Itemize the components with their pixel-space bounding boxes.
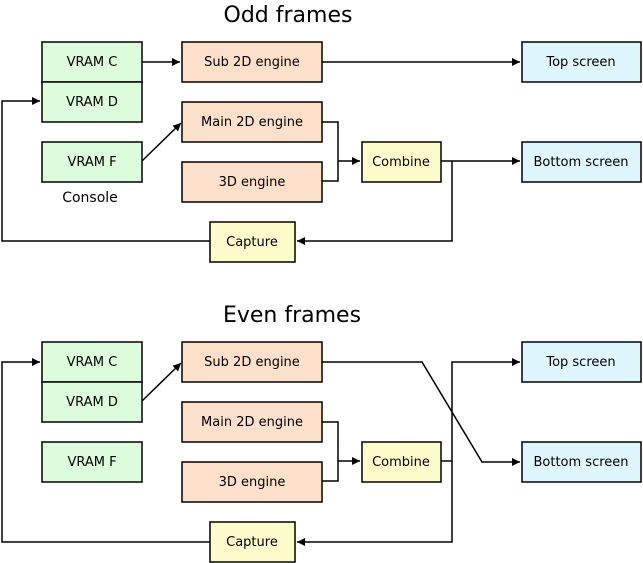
sub-2d-engine-box xyxy=(181,41,323,83)
3d-engine-label: 3D engine xyxy=(219,175,286,190)
console-label: Console xyxy=(62,190,118,206)
vram-d-block: VRAM D xyxy=(41,81,143,123)
top-screen-box-even xyxy=(521,341,642,383)
top-screen-block: Top screen xyxy=(521,41,642,83)
vram-d-block-even: VRAM D xyxy=(41,381,143,423)
main-2d-engine-box-even xyxy=(181,401,323,443)
3d-engine-block-even: 3D engine xyxy=(181,461,323,503)
sub-2d-engine-block: Sub 2D engine xyxy=(181,41,323,83)
sub-2d-engine-label-even: Sub 2D engine xyxy=(204,355,300,370)
wire-vramd-to-sub2d xyxy=(141,362,182,402)
vram-c-label-even: VRAM C xyxy=(67,355,118,370)
capture-label-even: Capture xyxy=(226,535,278,550)
capture-box xyxy=(209,221,296,263)
capture-label: Capture xyxy=(226,235,278,250)
main-2d-engine-label: Main 2D engine xyxy=(201,115,303,130)
bottom-screen-block: Bottom screen xyxy=(521,141,642,183)
odd-frames-title: Odd frames xyxy=(224,3,353,28)
combine-block-even: Combine xyxy=(361,441,442,483)
bottom-screen-label-even: Bottom screen xyxy=(533,455,628,470)
3d-engine-box-even xyxy=(181,461,323,503)
even-frames-panel: Even frames VRAM C VRAM D VRAM F Sub 2D … xyxy=(1,303,642,563)
3d-engine-block: 3D engine xyxy=(181,161,323,203)
wire-capture-to-vramd xyxy=(1,97,210,242)
vram-f-block-even: VRAM F xyxy=(41,441,143,483)
wire-combine-to-capture xyxy=(297,161,453,245)
wire-combine-to-capture-even xyxy=(297,461,453,546)
wire-combine-to-top-screen xyxy=(441,358,520,462)
vram-d-label: VRAM D xyxy=(66,95,118,110)
wire-engines-join-even xyxy=(322,421,339,482)
combine-box xyxy=(361,141,442,183)
odd-frames-panel: Odd frames VRAM C VRAM D VRAM F Console … xyxy=(1,3,642,263)
main-2d-engine-box xyxy=(181,101,323,143)
vram-f-label: VRAM F xyxy=(67,155,116,170)
vram-f-box xyxy=(41,141,143,183)
3d-engine-label-even: 3D engine xyxy=(219,475,286,490)
sub-2d-engine-box-even xyxy=(181,341,323,383)
combine-label-even: Combine xyxy=(372,455,430,470)
main-2d-engine-block: Main 2D engine xyxy=(181,101,323,143)
vram-c-block-even: VRAM C xyxy=(41,341,143,383)
bottom-screen-box-even xyxy=(521,441,642,483)
vram-c-label: VRAM C xyxy=(67,55,118,70)
bottom-screen-label: Bottom screen xyxy=(533,155,628,170)
vram-c-block: VRAM C xyxy=(41,41,143,83)
capture-block-even: Capture xyxy=(209,521,296,563)
vram-f-block: VRAM F xyxy=(41,141,143,183)
top-screen-label-even: Top screen xyxy=(545,355,615,370)
vram-f-label-even: VRAM F xyxy=(67,455,116,470)
sub-2d-engine-label: Sub 2D engine xyxy=(204,55,300,70)
vram-d-box xyxy=(41,81,143,123)
combine-label: Combine xyxy=(372,155,430,170)
even-frames-title: Even frames xyxy=(223,303,361,328)
wire-vramf-to-main2d xyxy=(141,122,182,162)
top-screen-label: Top screen xyxy=(545,55,615,70)
capture-block: Capture xyxy=(209,221,296,263)
bottom-screen-block-even: Bottom screen xyxy=(521,441,642,483)
bottom-screen-box xyxy=(521,141,642,183)
top-screen-block-even: Top screen xyxy=(521,341,642,383)
vram-d-box-even xyxy=(41,381,143,423)
main-2d-engine-label-even: Main 2D engine xyxy=(201,415,303,430)
vram-f-box-even xyxy=(41,441,143,483)
wire-capture-to-vramc xyxy=(1,358,210,543)
3d-engine-box xyxy=(181,161,323,203)
main-2d-engine-block-even: Main 2D engine xyxy=(181,401,323,443)
wire-engines-join xyxy=(322,121,339,182)
top-screen-box xyxy=(521,41,642,83)
vram-d-label-even: VRAM D xyxy=(66,395,118,410)
combine-block: Combine xyxy=(361,141,442,183)
combine-box-even xyxy=(361,441,442,483)
capture-box-even xyxy=(209,521,296,563)
sub-2d-engine-block-even: Sub 2D engine xyxy=(181,341,323,383)
